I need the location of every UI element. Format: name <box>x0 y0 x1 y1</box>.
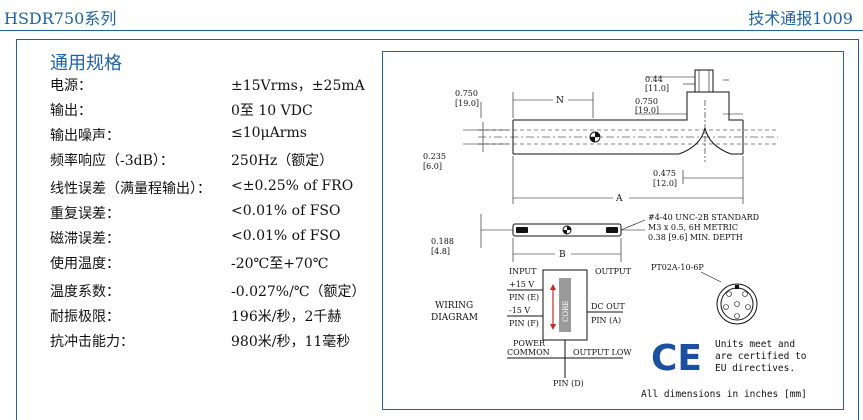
ce-note-2: are certified to <box>715 351 807 362</box>
wiring-power: POWER <box>513 339 546 348</box>
spec-label: 输出噪声： <box>50 128 120 144</box>
dim-044: 0.44 <box>645 75 663 84</box>
dimensions-note: All dimensions in inches [mm] <box>641 389 807 400</box>
wiring-pin-f: PIN (F) <box>509 319 539 328</box>
spec-label: 耐振极限： <box>50 309 120 325</box>
spec-heading: 通用规格 <box>50 53 122 74</box>
wiring-minus15v: -15 V <box>509 306 530 315</box>
thread-spec-3: 0.38 [9.6] MIN. DEPTH <box>648 233 743 242</box>
spec-label: 磁滞误差： <box>50 231 120 247</box>
dim-0750-left-mm: [19.0] <box>455 99 479 108</box>
spec-label: 输出： <box>50 103 92 119</box>
drawing-svg: 0.750 [19.0] N 0.44 [11.0] 0.750 [19.0] … <box>423 69 807 400</box>
dim-0235-mm: [6.0] <box>423 162 442 171</box>
ce-mark-text: CE <box>651 338 702 379</box>
dim-044-mm: [11.0] <box>645 84 669 93</box>
spec-label: 电源： <box>50 78 92 94</box>
dim-a-label: A <box>615 194 623 204</box>
wiring-input: INPUT <box>509 267 537 276</box>
spec-value: 0至 10 VDC <box>231 103 313 119</box>
dimension-lines-top <box>480 76 743 118</box>
spec-label: 线性误差（满量程输出）： <box>50 181 211 197</box>
connector-face-icon <box>700 271 758 325</box>
wiring-output-low: OUTPUT LOW <box>573 348 632 357</box>
sensor-body-side-view <box>478 69 778 162</box>
ce-mark-icon: CE <box>651 338 702 379</box>
dim-0188: 0.188 <box>431 237 454 246</box>
page-header: HSDR750系列 技术通报1009 <box>0 0 863 34</box>
connector-label: PT02A-10-6P <box>651 263 704 272</box>
wiring-title-2: DIAGRAM <box>431 313 478 323</box>
core-label: CORE <box>562 301 570 322</box>
spec-value: <±0.25% of FRO <box>231 178 354 194</box>
spec-value: 250Hz（额定） <box>231 153 334 169</box>
dim-0475: 0.475 <box>653 169 676 178</box>
spec-value: -0.027%/℃（额定） <box>231 284 366 300</box>
spec-value: ≤10μArms <box>231 125 307 141</box>
wiring-output: OUTPUT <box>595 267 632 276</box>
dim-0235: 0.235 <box>423 152 446 161</box>
technical-bulletin-number: 技术通报1009 <box>748 9 853 28</box>
core-rod <box>480 214 646 262</box>
spec-value: ±15Vrms，±25mA <box>231 78 365 94</box>
spec-label: 温度系数： <box>50 284 120 300</box>
spec-value: 196米/秒，2千赫 <box>231 309 342 325</box>
ce-note-1: Units meet and <box>715 339 795 350</box>
wiring-title-1: WIRING <box>435 301 473 311</box>
thread-spec-2: M3 x 0.5, 6H METRIC <box>648 223 738 232</box>
dim-0475-mm: [12.0] <box>653 179 677 188</box>
dimension-lines-bottom <box>512 156 744 204</box>
dimension-drawing: 0.750 [19.0] N 0.44 [11.0] 0.750 [19.0] … <box>382 51 844 410</box>
series-title: HSDR750系列 <box>4 9 117 28</box>
dim-0750-left: 0.750 <box>455 89 478 98</box>
dimension-lines-left <box>463 122 508 152</box>
wiring-plus15v: +15 V <box>509 280 534 289</box>
thread-spec-1: #4-40 UNC-2B STANDARD <box>648 213 759 222</box>
wiring-pin-a: PIN (A) <box>591 316 621 325</box>
wiring-common: COMMON <box>507 348 550 357</box>
wiring-dc-out: DC OUT <box>591 302 625 311</box>
content-panel <box>16 39 859 420</box>
wiring-pin-d: PIN (D) <box>553 379 584 388</box>
spec-value: <0.01% of FSO <box>231 203 341 219</box>
dim-0750-right: 0.750 <box>635 97 658 106</box>
spec-label: 频率响应（-3dB）： <box>50 153 174 169</box>
spec-label: 抗冲击能力： <box>50 334 134 350</box>
spec-value: 980米/秒，11毫秒 <box>231 334 351 350</box>
wiring-diagram: CORE <box>507 269 623 378</box>
spec-label: 使用温度： <box>50 256 120 272</box>
dim-n-label: N <box>556 96 564 106</box>
dim-b-label: B <box>559 250 566 260</box>
header-rule <box>0 30 863 31</box>
wiring-pin-e: PIN (E) <box>509 293 539 302</box>
spec-label: 重复误差： <box>50 206 120 222</box>
spec-value: -20℃至+70℃ <box>231 256 329 272</box>
dim-0188-mm: [4.8] <box>431 247 450 256</box>
dim-0750-right-mm: [19.0] <box>635 106 659 115</box>
ce-note-3: EU directives. <box>715 363 795 374</box>
spec-value: <0.01% of FSO <box>231 228 341 244</box>
